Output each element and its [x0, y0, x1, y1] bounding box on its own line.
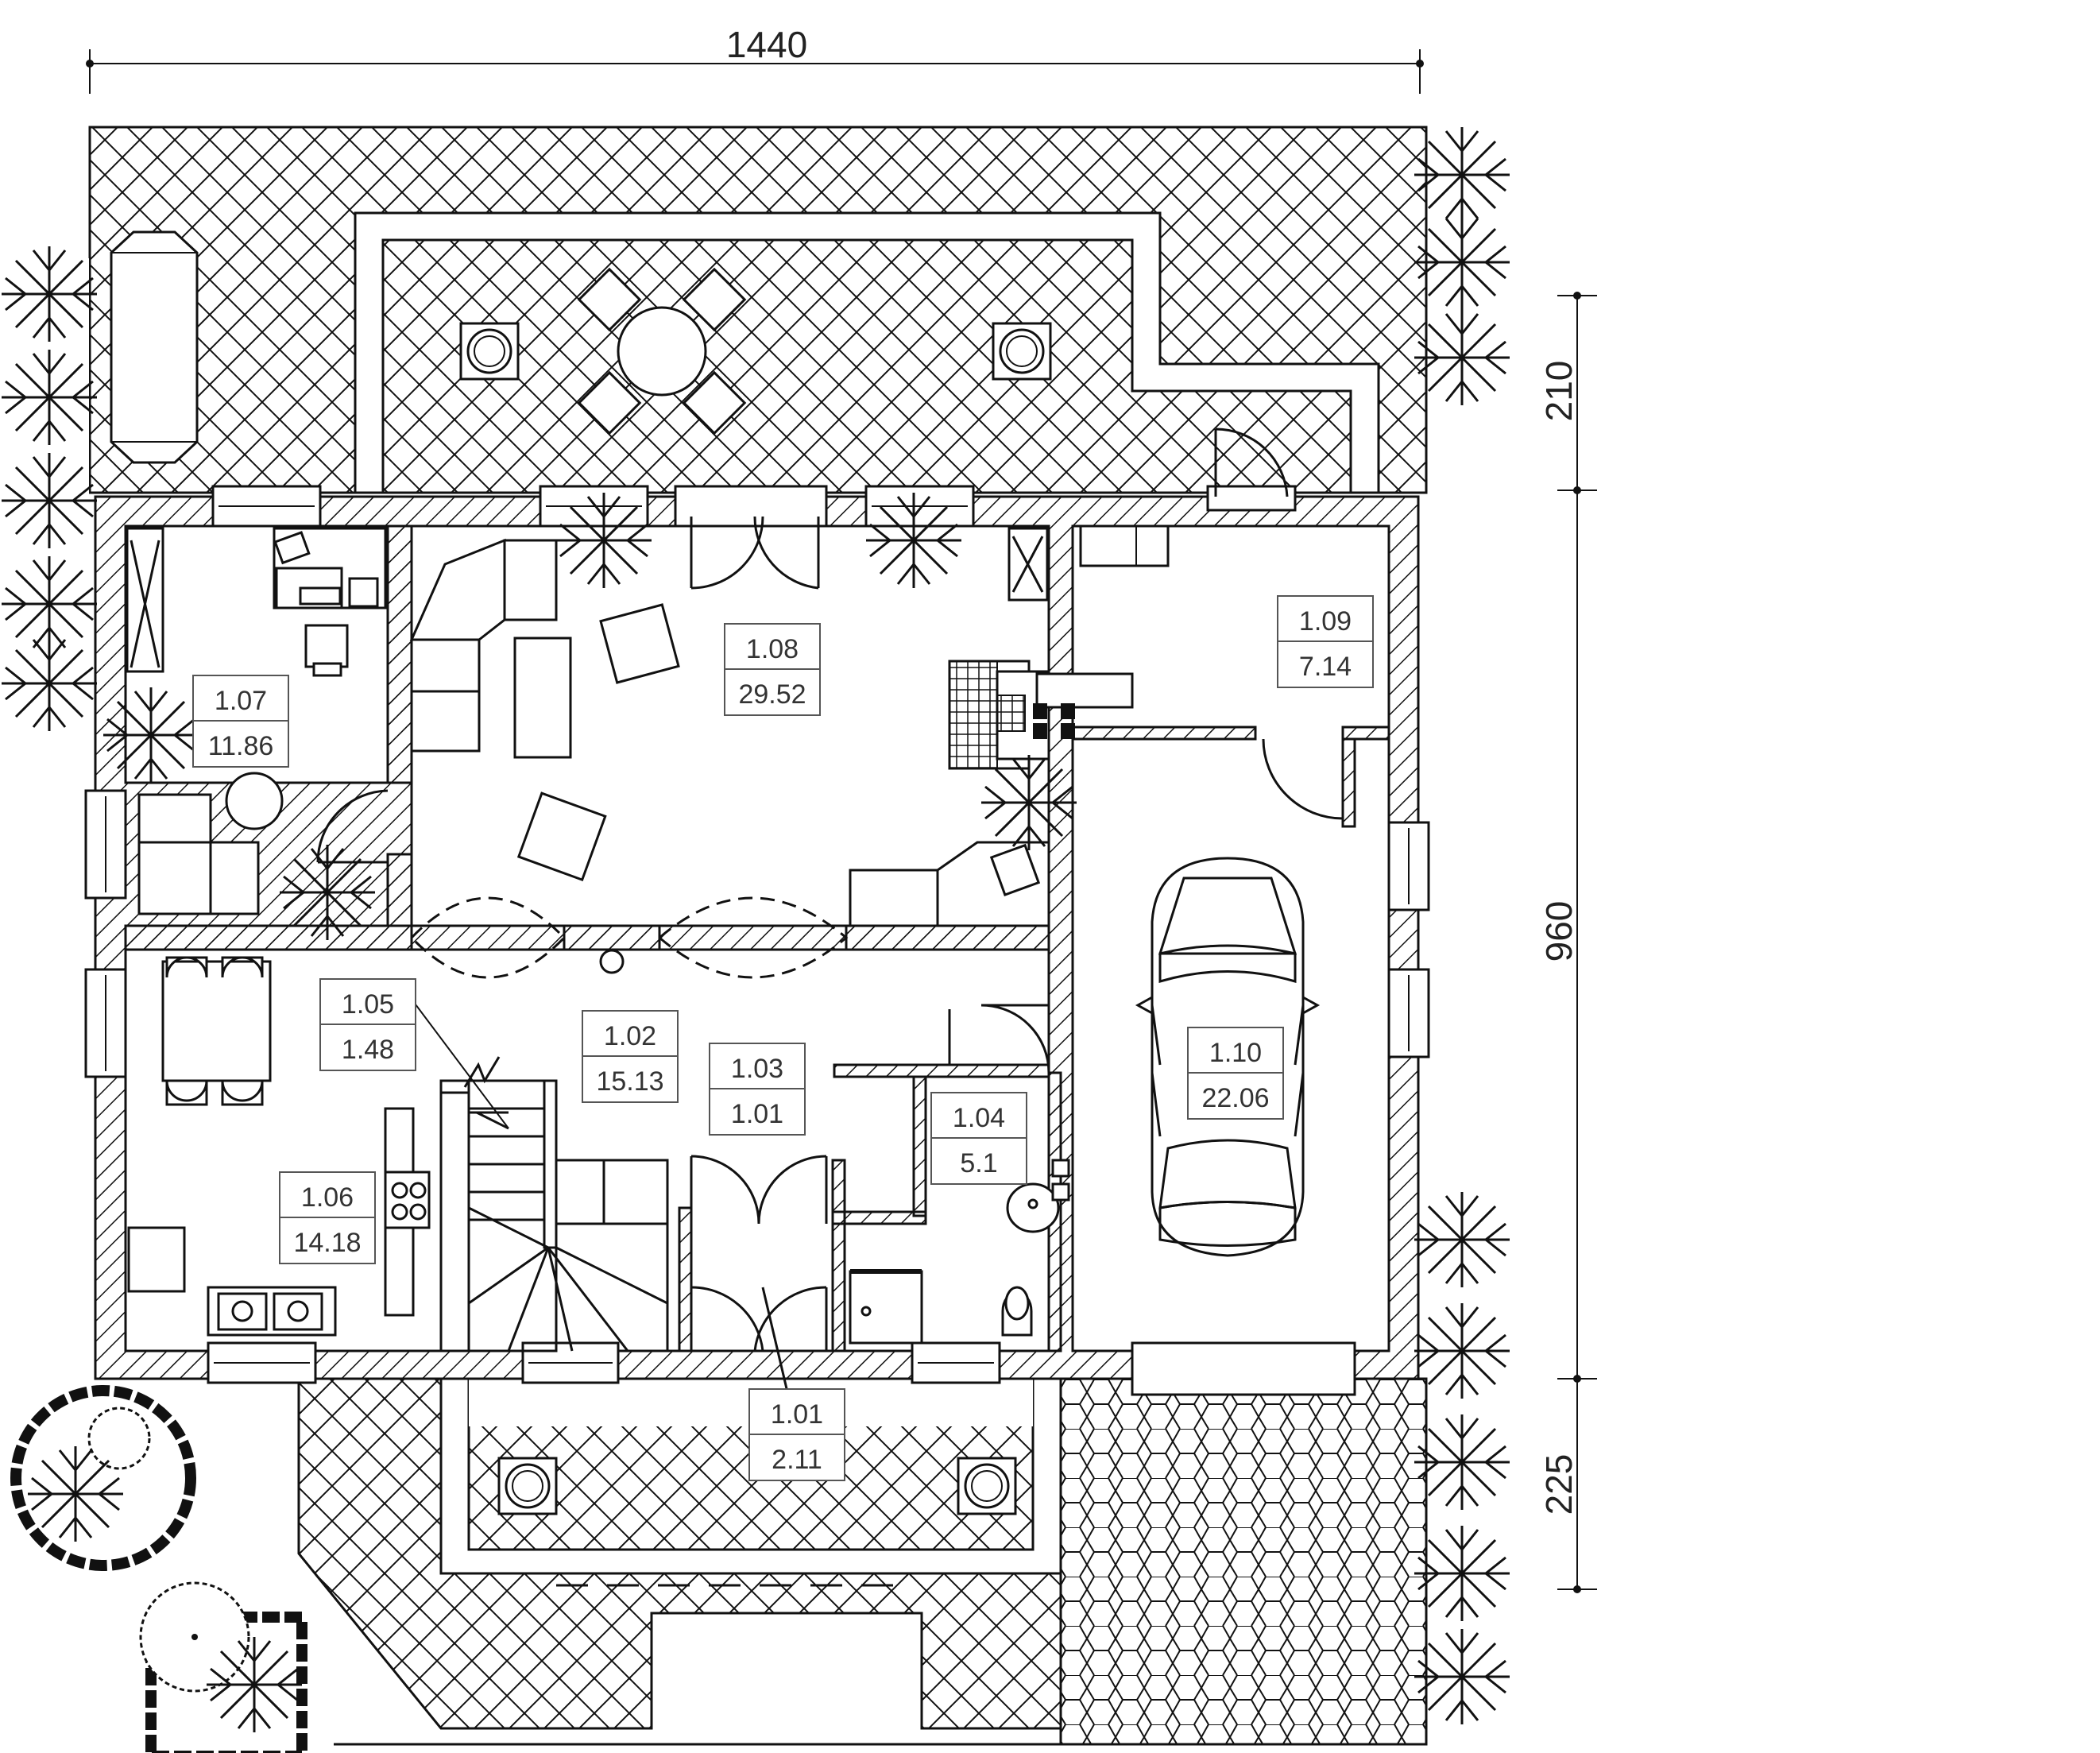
fireplace-tiles [949, 660, 998, 769]
dimension-right-bottom: 225 [1538, 1454, 1580, 1515]
room-label-1-06: 1.06 14.18 [279, 1171, 376, 1264]
room-id: 1.01 [771, 1399, 823, 1430]
driveway-paving [1059, 1377, 1428, 1746]
room-label-1-09: 1.09 7.14 [1277, 595, 1374, 688]
arch-openings [410, 896, 849, 979]
room-area: 14.18 [293, 1228, 361, 1258]
room-area: 5.1 [960, 1148, 997, 1178]
plant-icon [980, 753, 1078, 852]
room-104-fixtures [849, 1159, 1070, 1345]
column-light [599, 949, 625, 974]
windows [84, 485, 1430, 1396]
room-label-1-03: 1.03 1.01 [709, 1043, 806, 1136]
room-id: 1.03 [731, 1054, 783, 1084]
room-area: 29.52 [738, 679, 806, 710]
room-area: 1.48 [342, 1035, 394, 1065]
outdoor-bench [110, 230, 199, 464]
room-label-1-05: 1.05 1.48 [319, 978, 416, 1071]
garage-shelf [1079, 524, 1170, 567]
room-label-1-07: 1.07 11.86 [192, 675, 289, 768]
plant-icon [864, 491, 963, 590]
shrubs-right-bottom [1413, 1190, 1511, 1726]
label-leader [400, 985, 509, 1129]
room-id: 1.07 [215, 686, 267, 716]
room-id: 1.06 [301, 1182, 354, 1213]
shrubs-left [0, 245, 99, 733]
room-id: 1.10 [1209, 1038, 1262, 1068]
room-106-furniture [127, 956, 431, 1337]
room-107-furniture [126, 527, 387, 915]
room-label-1-02: 1.02 15.13 [582, 1010, 679, 1103]
room-area: 1.01 [731, 1099, 783, 1129]
room-id: 1.08 [746, 634, 799, 664]
terrace-top [88, 126, 1428, 494]
dimension-right-middle: 960 [1538, 901, 1580, 962]
dimension-lines [86, 49, 1597, 1593]
dimension-top-width: 1440 [726, 24, 807, 65]
terrace-table-set [459, 267, 1052, 435]
entrance-porch [297, 1377, 1062, 1746]
room-label-1-10: 1.10 22.06 [1187, 1027, 1284, 1120]
shrubs-right-top [1413, 126, 1511, 407]
dimension-right-top: 210 [1538, 361, 1580, 422]
plant-icon [278, 843, 377, 942]
room-area: 11.86 [208, 731, 274, 761]
flower-bed-square [139, 1581, 307, 1753]
room-area: 2.11 [772, 1445, 822, 1475]
plant-icon [102, 686, 200, 784]
fireplace [996, 695, 1075, 739]
room-area: 22.06 [1201, 1083, 1269, 1113]
room-label-1-01: 1.01 2.11 [748, 1388, 845, 1481]
room-id: 1.04 [953, 1103, 1005, 1133]
room-area: 15.13 [596, 1066, 663, 1097]
room-label-1-08: 1.08 29.52 [724, 623, 821, 716]
room-label-1-04: 1.04 5.1 [930, 1092, 1027, 1185]
room-area: 7.14 [1299, 652, 1352, 682]
plant-icon [555, 491, 653, 590]
flower-bed-round [10, 1385, 196, 1571]
room-id: 1.05 [342, 989, 394, 1020]
staircase [439, 1056, 669, 1352]
room-id: 1.02 [604, 1021, 656, 1051]
room-id: 1.09 [1299, 606, 1352, 637]
